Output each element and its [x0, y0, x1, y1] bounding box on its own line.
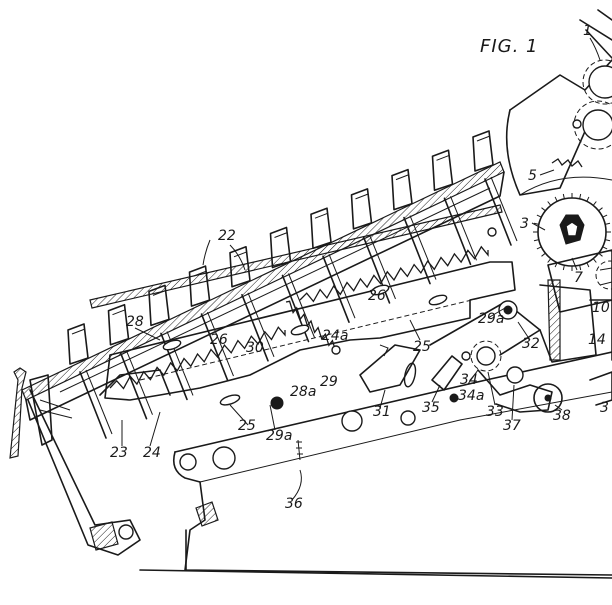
- label-10: 10: [592, 300, 610, 316]
- leader-lines: [121, 37, 601, 501]
- label-34a: 34a: [458, 388, 484, 404]
- label-31: 31: [373, 404, 391, 420]
- key-stem: [200, 313, 229, 381]
- key-row: [67, 130, 494, 365]
- label-28a: 28a: [290, 384, 316, 400]
- label-29a-lower: 29a: [266, 428, 292, 444]
- gear-circle: [588, 65, 612, 99]
- label-14: 14: [588, 332, 606, 348]
- spring-26: [299, 245, 489, 303]
- key-finger: [269, 226, 292, 269]
- key-stem: [403, 216, 431, 285]
- label-26-left: 26: [210, 332, 228, 348]
- spring-26: [109, 326, 286, 390]
- coil-springs: [109, 227, 497, 390]
- label-26-right: 26: [368, 288, 386, 304]
- label-37: 37: [503, 418, 521, 434]
- key-stem: [443, 197, 472, 266]
- frame-pin: [449, 393, 459, 403]
- label-3-edge: 3: [600, 400, 609, 416]
- key-stem: [119, 351, 148, 420]
- left-stand: [9, 367, 141, 556]
- label-25-right: 25: [413, 339, 431, 355]
- label-33: 33: [486, 404, 504, 420]
- label-38: 38: [553, 408, 571, 424]
- key-finger: [188, 265, 211, 307]
- label-29a-upper: 29a: [478, 311, 504, 327]
- key-stem: [79, 371, 107, 439]
- label-23: 23: [110, 445, 128, 461]
- key-finger: [67, 323, 89, 365]
- label-5: 5: [528, 168, 537, 184]
- key-finger: [431, 149, 454, 192]
- linkage: [359, 300, 563, 413]
- label-28: 28: [126, 314, 144, 330]
- frame-hole: [212, 446, 236, 470]
- key-stem: [484, 178, 512, 246]
- label-32: 32: [522, 336, 540, 352]
- label-35: 35: [422, 400, 440, 416]
- slide-plate: [99, 261, 516, 406]
- label-36: 36: [285, 496, 303, 512]
- label-3: 3: [520, 216, 529, 232]
- spring-30: [285, 300, 337, 353]
- key-finger: [391, 168, 413, 211]
- frame-hole: [179, 453, 197, 471]
- label-22: 22: [218, 228, 236, 244]
- key-finger: [229, 246, 251, 288]
- key-finger: [148, 284, 170, 327]
- key-finger: [350, 188, 373, 230]
- label-25-left: 25: [238, 418, 256, 434]
- gear-mechanism: [505, 9, 612, 406]
- key-finger: [107, 303, 130, 346]
- frame-hole: [341, 410, 363, 432]
- frame-pin: [270, 396, 284, 410]
- key-finger: [472, 130, 494, 172]
- inclined-rail: [21, 161, 505, 421]
- label-29: 29: [320, 374, 338, 390]
- key-stem: [241, 294, 269, 362]
- label-7: 7: [574, 270, 583, 286]
- label-24a: 24a: [322, 328, 348, 344]
- label-1: 1: [583, 23, 592, 39]
- part-labels: 1 3 5 7 10 14 22 23 24 24a 25 25 26 26 2…: [110, 23, 610, 512]
- base-frame: [139, 351, 612, 579]
- label-30: 30: [246, 340, 264, 356]
- key-finger: [310, 207, 332, 249]
- label-24: 24: [143, 445, 161, 461]
- figure-title: FIG. 1: [480, 36, 539, 57]
- gear-circle: [582, 109, 612, 141]
- frame-hole: [400, 410, 416, 426]
